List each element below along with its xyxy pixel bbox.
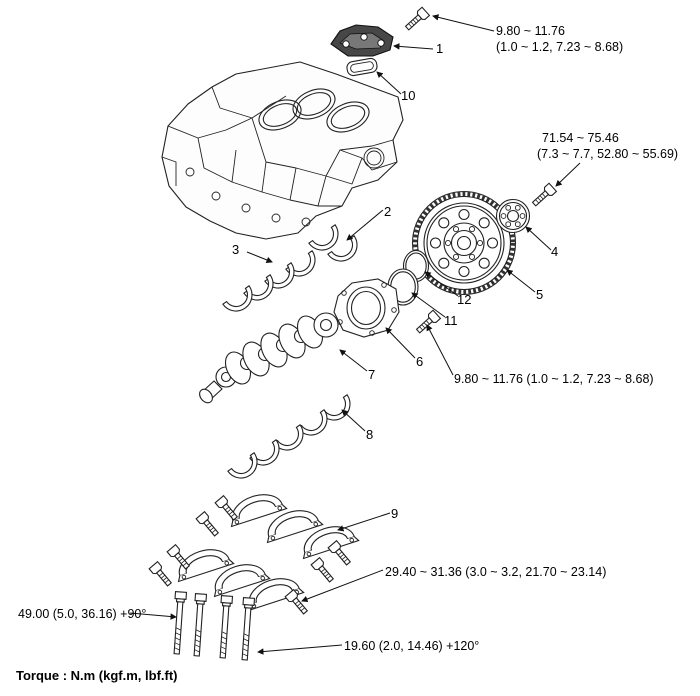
- part-label-11: 11: [444, 313, 458, 328]
- lower-main-bearings-art: [227, 394, 357, 485]
- torque-spec-rear-plate-bolt: 9.80 ~ 11.76 (1.0 ~ 1.2, 7.23 ~ 8.68): [454, 372, 654, 386]
- leader-lines: [129, 14, 581, 655]
- gasket-art: [346, 57, 378, 77]
- long-bolt-icon: [170, 591, 188, 655]
- leader-line: [376, 71, 402, 95]
- part-label-4: 4: [551, 244, 559, 259]
- upper-main-bearings-art: [308, 224, 364, 268]
- leader-line: [426, 324, 454, 376]
- bearing-shell-icon: [308, 224, 345, 257]
- leader-line: [411, 292, 446, 318]
- leader-line: [246, 251, 273, 263]
- leader-line: [339, 349, 368, 372]
- torque-spec-bearing-cap-side-bolt: 29.40 ~ 31.36 (3.0 ~ 3.2, 21.70 ~ 23.14): [385, 565, 607, 579]
- bolt-icon: [413, 309, 441, 336]
- part-label-1: 1: [436, 41, 444, 56]
- long-bolt-icon: [190, 593, 208, 657]
- part-label-2: 2: [384, 204, 392, 219]
- bearing-shell-icon: [227, 452, 264, 485]
- leader-line: [525, 226, 552, 251]
- leader-line: [432, 14, 495, 32]
- torque-spec-ladder-bracket-bolt-line2: (1.0 ~ 1.2, 7.23 ~ 8.68): [496, 40, 624, 54]
- torque-spec-ladder-frame-bolt: 19.60 (2.0, 14.46) +120°: [344, 639, 480, 653]
- leader-line: [257, 644, 343, 655]
- leader-line: [346, 209, 384, 241]
- bolt-icon: [284, 589, 311, 617]
- leader-line: [506, 269, 536, 293]
- leader-line: [341, 409, 366, 432]
- ladder-bracket-art: [330, 24, 394, 57]
- part-label-3: 3: [232, 242, 240, 257]
- bolt-icon: [529, 182, 557, 209]
- leader-line: [393, 43, 434, 50]
- torque-spec-drive-plate-bolt-line2: (7.3 ~ 7.7, 52.80 ~ 55.69): [537, 147, 679, 161]
- leader-line: [555, 162, 581, 187]
- long-bolts-art: [170, 591, 256, 661]
- leader-line: [337, 512, 391, 532]
- adapter-plate-art: [495, 198, 531, 234]
- bolt-icon: [327, 540, 354, 568]
- part-label-10: 10: [401, 88, 416, 103]
- leader-line: [385, 327, 416, 359]
- part-label-12: 12: [457, 292, 472, 307]
- bolt-icon: [148, 561, 175, 589]
- rear-seal-housing-art: [333, 278, 400, 338]
- crankshaft-art: [199, 312, 339, 404]
- cylinder-bores: [258, 88, 370, 133]
- part-label-7: 7: [368, 367, 376, 382]
- leader-line: [301, 569, 384, 603]
- leader-line: [129, 612, 177, 620]
- part-label-5: 5: [536, 287, 544, 302]
- torque-spec-main-cap-bolt: 49.00 (5.0, 36.16) +90°: [18, 607, 147, 621]
- long-bolt-icon: [216, 595, 234, 659]
- engine-block-art: [161, 61, 404, 240]
- part-label-6: 6: [416, 354, 424, 369]
- part-label-8: 8: [366, 427, 374, 442]
- bolt-icon: [195, 511, 222, 539]
- torque-spec-ladder-bracket-bolt-line1: 9.80 ~ 11.76: [496, 24, 565, 38]
- bolt-icon: [402, 6, 430, 33]
- bearing-shell-icon: [222, 285, 259, 318]
- bearing-set-art: [222, 250, 322, 318]
- long-bolt-icon: [238, 597, 256, 661]
- bolt-icon: [310, 557, 337, 585]
- leader-line: [424, 271, 459, 297]
- torque-spec-drive-plate-bolt-line1: 71.54 ~ 75.46: [542, 131, 619, 145]
- torque-units-note: Torque : N.m (kgf.m, lbf.ft): [16, 668, 178, 683]
- part-label-9: 9: [391, 506, 399, 521]
